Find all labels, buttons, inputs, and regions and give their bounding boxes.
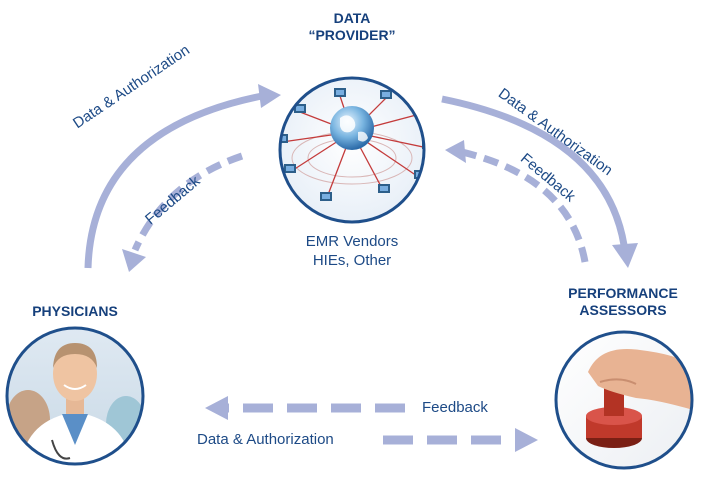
data-provider-title-line2: “PROVIDER” — [308, 27, 396, 43]
physicians-circle — [5, 326, 145, 466]
right-feedback-arrow — [445, 140, 589, 263]
performance-assessors-title-line2: ASSESSORS — [579, 302, 667, 318]
bottom-feedback-label: Feedback — [422, 399, 488, 416]
right-data-authorization-arrow — [441, 95, 638, 268]
data-provider-circle — [278, 76, 426, 224]
left-data-authorization-arrow — [84, 84, 281, 269]
left-feedback-arrow — [122, 152, 244, 272]
bottom-data-authorization-arrow — [383, 428, 538, 452]
performance-assessors-title: PERFORMANCE ASSESSORS — [548, 285, 698, 319]
physicians-title: PHYSICIANS — [32, 303, 118, 319]
performance-assessors-circle — [554, 330, 694, 470]
hand-stamp-photo — [586, 349, 692, 448]
data-provider-sub-line2: HIEs, Other — [312, 252, 392, 269]
bottom-feedback-arrow — [205, 396, 405, 420]
data-provider-subtitle: EMR Vendors HIEs, Other — [287, 232, 417, 270]
bottom-data-authorization-label: Data & Authorization — [197, 431, 334, 448]
data-provider-sub-line1: EMR Vendors — [305, 233, 399, 250]
data-provider-title-line1: DATA — [333, 10, 371, 26]
network-globe-icon — [280, 88, 424, 201]
performance-assessors-title-line1: PERFORMANCE — [568, 285, 678, 301]
data-provider-title: DATA “PROVIDER” — [302, 10, 402, 44]
